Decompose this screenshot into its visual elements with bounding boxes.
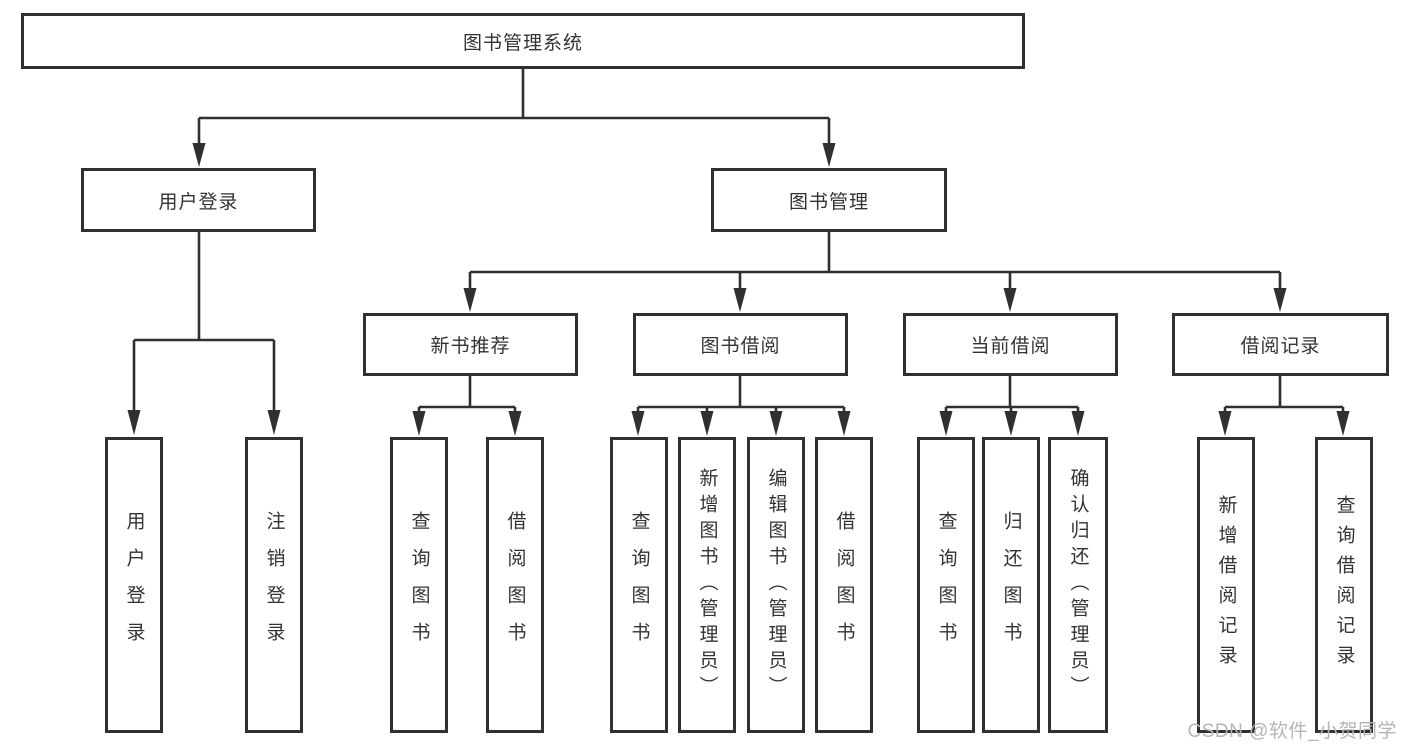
leaf-query-borrow-record: 查询借阅记录 xyxy=(1315,437,1373,733)
connector-user-login xyxy=(127,232,281,435)
node-user-login-label: 用户登录 xyxy=(158,191,239,213)
node-book-management: 图书管理 xyxy=(711,168,947,232)
connector-new-book-recommend xyxy=(412,376,522,436)
node-borrow-records: 借阅记录 xyxy=(1172,313,1389,376)
leaf-borrow-books: 借阅图书 xyxy=(815,437,873,733)
root-box-library-management-system: 图书管理系统 xyxy=(21,13,1025,69)
leaf-query-books-borrow-label: 查询图书 xyxy=(628,511,650,659)
leaf-user-login: 用户登录 xyxy=(105,437,163,733)
leaf-add-books-admin: 新增图书（管理员） xyxy=(678,437,736,733)
leaf-edit-books-admin: 编辑图书（管理员） xyxy=(747,437,805,733)
root-label: 图书管理系统 xyxy=(462,32,583,54)
leaf-add-books-admin-label: 新增图书（管理员） xyxy=(696,468,718,702)
leaf-query-books-recommend-label: 查询图书 xyxy=(408,511,430,659)
leaf-confirm-return-admin-label: 确认归还（管理员） xyxy=(1067,468,1089,702)
leaf-query-books-borrow: 查询图书 xyxy=(610,437,668,733)
leaf-borrow-books-recommend: 借阅图书 xyxy=(486,437,544,733)
connector-current-borrow xyxy=(939,376,1085,436)
leaf-query-books-recommend: 查询图书 xyxy=(390,437,448,733)
leaf-query-books-current-label: 查询图书 xyxy=(935,511,957,659)
leaf-edit-books-admin-label: 编辑图书（管理员） xyxy=(765,468,787,702)
node-borrow-records-label: 借阅记录 xyxy=(1240,336,1321,357)
leaf-logout: 注销登录 xyxy=(245,437,303,733)
node-current-borrow-label: 当前借阅 xyxy=(970,336,1051,357)
leaf-user-login-label: 用户登录 xyxy=(123,511,145,659)
leaf-add-borrow-record: 新增借阅记录 xyxy=(1197,437,1255,733)
leaf-logout-label: 注销登录 xyxy=(263,511,285,659)
connector-borrow-records xyxy=(1218,376,1350,436)
node-user-login: 用户登录 xyxy=(81,168,316,232)
node-new-book-recommend: 新书推荐 xyxy=(363,313,578,376)
node-book-borrow-label: 图书借阅 xyxy=(700,336,781,357)
leaf-query-borrow-record-label: 查询借阅记录 xyxy=(1333,495,1355,675)
leaf-borrow-books-recommend-label: 借阅图书 xyxy=(504,511,526,659)
leaf-add-borrow-record-label: 新增借阅记录 xyxy=(1215,495,1237,675)
leaf-confirm-return-admin: 确认归还（管理员） xyxy=(1048,437,1108,733)
node-book-borrow: 图书借阅 xyxy=(633,313,848,376)
connector-root xyxy=(192,69,836,167)
node-new-book-recommend-label: 新书推荐 xyxy=(430,336,511,357)
node-current-borrow: 当前借阅 xyxy=(903,313,1118,376)
csdn-watermark: CSDN @软件_小贺同学 xyxy=(1187,721,1397,742)
leaf-borrow-books-label: 借阅图书 xyxy=(833,511,855,659)
connector-book-borrow xyxy=(631,376,851,436)
leaf-return-books-label: 归还图书 xyxy=(1000,511,1022,659)
node-book-management-label: 图书管理 xyxy=(788,191,869,213)
connector-book-management xyxy=(463,232,1287,312)
leaf-return-books: 归还图书 xyxy=(982,437,1040,733)
leaf-query-books-current: 查询图书 xyxy=(917,437,975,733)
